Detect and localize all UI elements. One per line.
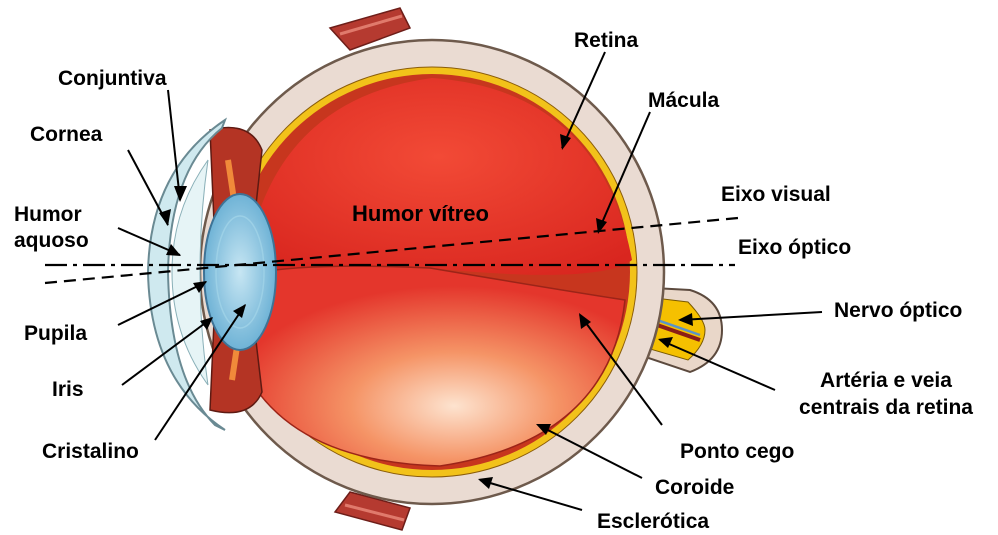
- label-conjuntiva: Conjuntiva: [58, 67, 167, 91]
- label-nervo-optico: Nervo óptico: [834, 299, 962, 323]
- lens: [204, 194, 276, 350]
- label-eixo-visual: Eixo visual: [721, 183, 831, 207]
- label-ponto-cego: Ponto cego: [680, 440, 794, 464]
- label-retina: Retina: [574, 29, 638, 53]
- label-cornea: Cornea: [30, 123, 102, 147]
- label-humor-aquoso-line2: aquoso: [14, 229, 89, 253]
- label-macula: Mácula: [648, 89, 719, 113]
- label-arteria-line2: centrais da retina: [786, 396, 986, 420]
- label-arteria-line1: Artéria e veia: [786, 369, 986, 393]
- label-esclerotica: Esclerótica: [597, 510, 709, 534]
- label-eixo-optico: Eixo óptico: [738, 236, 851, 260]
- label-humor-vitreo: Humor vítreo: [352, 202, 489, 226]
- label-pupila: Pupila: [24, 322, 87, 346]
- label-humor-aquoso-line1: Humor: [14, 203, 82, 227]
- label-coroide: Coroide: [655, 476, 734, 500]
- label-iris: Iris: [52, 378, 84, 402]
- label-cristalino: Cristalino: [42, 440, 139, 464]
